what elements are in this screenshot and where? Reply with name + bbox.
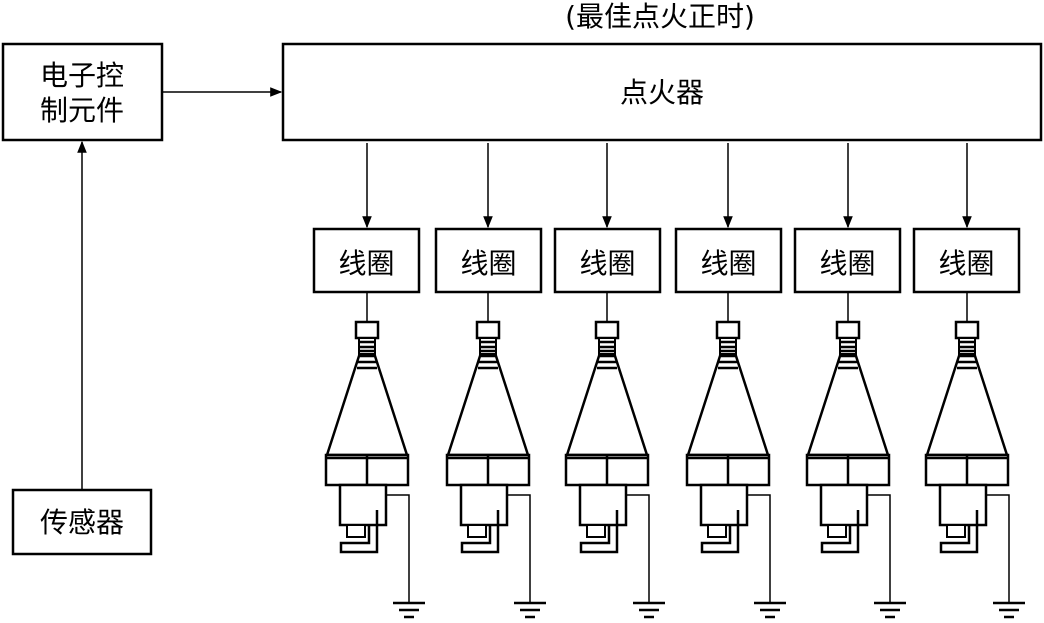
ground-icon xyxy=(514,601,546,619)
coil-label: 线圈 xyxy=(460,247,516,280)
timing-caption: (最佳点火正时) xyxy=(565,0,755,33)
coil-label: 线圈 xyxy=(819,247,875,280)
spark-plug-icon xyxy=(564,320,650,554)
coil-block: 线圈 xyxy=(674,227,783,294)
ground-icon xyxy=(393,601,425,619)
spark-plug-icon xyxy=(445,320,531,554)
coil-label: 线圈 xyxy=(938,247,994,280)
ecu-label-line2: 制元件 xyxy=(40,94,124,127)
channel-6: 线圈 xyxy=(912,143,1025,619)
coil-block: 线圈 xyxy=(912,227,1021,294)
coil-block: 线圈 xyxy=(312,227,421,294)
spark-plug-icon xyxy=(685,320,771,554)
igniter-block: 点火器 xyxy=(281,42,1043,142)
coil-label: 线圈 xyxy=(700,247,756,280)
ground-icon xyxy=(993,601,1025,619)
channel-4: 线圈 xyxy=(674,143,786,619)
ground-icon xyxy=(874,601,906,619)
coil-block: 线圈 xyxy=(434,227,543,294)
igniter-label: 点火器 xyxy=(620,76,704,109)
spark-plug-icon xyxy=(324,320,410,554)
channel-2: 线圈 xyxy=(434,143,546,619)
coil-block: 线圈 xyxy=(553,227,662,294)
spark-plug-icon xyxy=(924,320,1010,554)
ground-icon xyxy=(633,601,665,619)
ecu-label-line1: 电子控 xyxy=(40,59,124,92)
sensor-label: 传感器 xyxy=(40,506,124,539)
coil-block: 线圈 xyxy=(793,227,902,294)
sensor-block: 传感器 xyxy=(11,488,153,556)
ground-icon xyxy=(754,601,786,619)
channel-3: 线圈 xyxy=(553,143,665,619)
coil-label: 线圈 xyxy=(579,247,635,280)
ecu-block: 电子控 制元件 xyxy=(1,42,164,142)
spark-plug-icon xyxy=(805,320,891,554)
channel-5: 线圈 xyxy=(793,143,906,619)
channel-1: 线圈 xyxy=(312,143,425,619)
ignition-channels: 线圈 线圈 线圈 线圈 线圈 线圈 xyxy=(312,143,1025,619)
coil-label: 线圈 xyxy=(338,247,394,280)
